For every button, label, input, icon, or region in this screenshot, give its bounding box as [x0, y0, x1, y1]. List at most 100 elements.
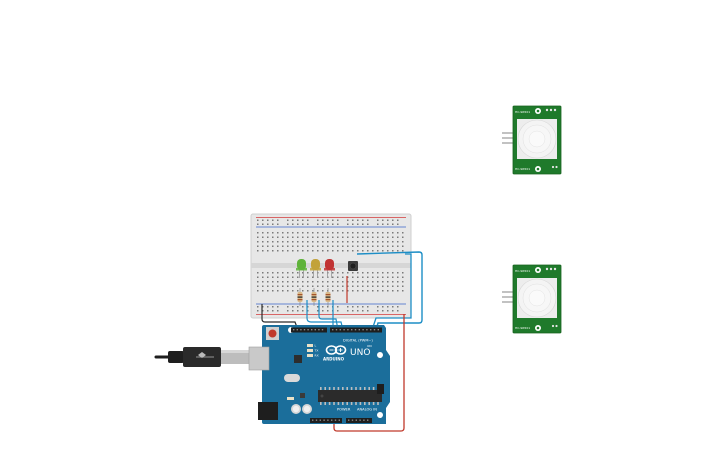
breadboard-hole — [307, 236, 309, 238]
breadboard-hole — [297, 232, 299, 234]
breadboard-hole — [402, 272, 404, 274]
breadboard-hole — [272, 219, 274, 221]
wire-button-signal[interactable] — [356, 251, 423, 331]
breadboard-hole — [287, 285, 289, 287]
breadboard-hole — [302, 236, 304, 238]
header-pin — [312, 419, 314, 421]
breadboard-hole — [317, 236, 319, 238]
breadboard-hole — [377, 306, 379, 308]
wire-button-rail[interactable] — [371, 253, 412, 331]
breadboard-hole — [327, 281, 329, 283]
breadboard-hole — [347, 310, 349, 312]
wire-led-yellow[interactable] — [318, 300, 339, 331]
push-button[interactable] — [348, 261, 358, 271]
breadboard-hole — [307, 285, 309, 287]
breadboard-hole — [377, 241, 379, 243]
breadboard-hole — [282, 285, 284, 287]
breadboard-hole — [377, 285, 379, 287]
header-pin — [351, 419, 354, 421]
pir-sensor-2[interactable]: HC-SR501 HC-SR501 — [502, 264, 562, 334]
breadboard-hole — [292, 245, 294, 247]
breadboard-hole — [372, 232, 374, 234]
usb-symbol-icon — [198, 352, 206, 358]
led-label-tx: TX — [314, 349, 319, 353]
breadboard-hole — [397, 285, 399, 287]
header-pin — [303, 329, 306, 331]
header-pin — [307, 329, 309, 331]
breadboard-hole — [397, 272, 399, 274]
header-pin — [362, 329, 364, 331]
breadboard-hole — [382, 290, 384, 292]
resistor-3[interactable] — [325, 288, 331, 306]
breadboard-hole — [352, 306, 354, 308]
breadboard-hole — [387, 290, 389, 292]
breadboard-hole — [362, 250, 364, 252]
resistor-1[interactable] — [297, 288, 303, 306]
header-pin — [293, 329, 295, 331]
breadboard-hole — [267, 285, 269, 287]
breadboard-hole — [292, 285, 294, 287]
breadboard-hole — [287, 281, 289, 283]
breadboard-hole — [352, 236, 354, 238]
breadboard-hole — [307, 245, 309, 247]
breadboard-hole — [347, 236, 349, 238]
breadboard-hole — [302, 245, 304, 247]
arduino-uno-board[interactable]: DIGITAL (PWM~) L TX RX ARDUINO UNO ON — [248, 325, 390, 424]
resistor-2[interactable] — [311, 288, 317, 306]
led-green[interactable] — [296, 259, 307, 278]
breadboard-hole — [367, 281, 369, 283]
breadboard-hole — [337, 281, 339, 283]
breadboard-hole — [297, 285, 299, 287]
chip-pin — [324, 402, 326, 405]
pir-sensor-1[interactable]: HC-SR501 HC-SR501 — [502, 105, 562, 175]
breadboard-hole — [292, 306, 294, 308]
breadboard-hole — [362, 290, 364, 292]
breadboard-hole — [307, 276, 309, 278]
breadboard-hole — [372, 250, 374, 252]
header-pin — [367, 419, 369, 421]
led-yellow[interactable] — [310, 259, 321, 278]
breadboard-hole — [357, 290, 359, 292]
breadboard-hole — [257, 276, 259, 278]
breadboard-hole — [377, 232, 379, 234]
wire-power-5v[interactable] — [333, 314, 405, 432]
chip-pin — [355, 387, 357, 390]
led-label-rx: RX — [315, 354, 319, 358]
breadboard-hole — [292, 272, 294, 274]
breadboard-hole — [357, 241, 359, 243]
breadboard-hole — [352, 310, 354, 312]
breadboard-hole — [337, 285, 339, 287]
breadboard-hole — [292, 219, 294, 221]
breadboard-hole — [312, 245, 314, 247]
breadboard-hole — [262, 236, 264, 238]
header-pin — [355, 419, 357, 421]
breadboard-hole — [357, 306, 359, 308]
chip-pin — [359, 387, 362, 390]
breadboard-hole — [277, 241, 279, 243]
pir-1-bottom-label: HC-SR501 — [515, 167, 530, 171]
header-pin — [354, 329, 357, 331]
reset-button[interactable] — [268, 329, 277, 338]
breadboard-hole — [392, 285, 394, 287]
breadboard-hole — [322, 281, 324, 283]
breadboard-hole — [347, 285, 349, 287]
breadboard-hole — [267, 272, 269, 274]
header-pin — [366, 329, 368, 331]
breadboard-hole — [372, 236, 374, 238]
breadboard-hole — [272, 250, 274, 252]
breadboard-hole — [297, 236, 299, 238]
wire-led-green[interactable] — [306, 300, 344, 331]
breadboard-hole — [367, 276, 369, 278]
wire-ground[interactable] — [261, 304, 299, 331]
breadboard-hole — [347, 219, 349, 221]
breadboard-hole — [287, 250, 289, 252]
breadboard-hole — [262, 219, 264, 221]
breadboard-hole — [272, 285, 274, 287]
breadboard-hole — [327, 250, 329, 252]
breadboard-hole — [327, 241, 329, 243]
led-red[interactable] — [324, 259, 335, 278]
breadboard-hole — [292, 276, 294, 278]
breadboard-hole — [277, 281, 279, 283]
breadboard-hole — [267, 223, 269, 225]
usb-cable[interactable] — [154, 347, 249, 367]
